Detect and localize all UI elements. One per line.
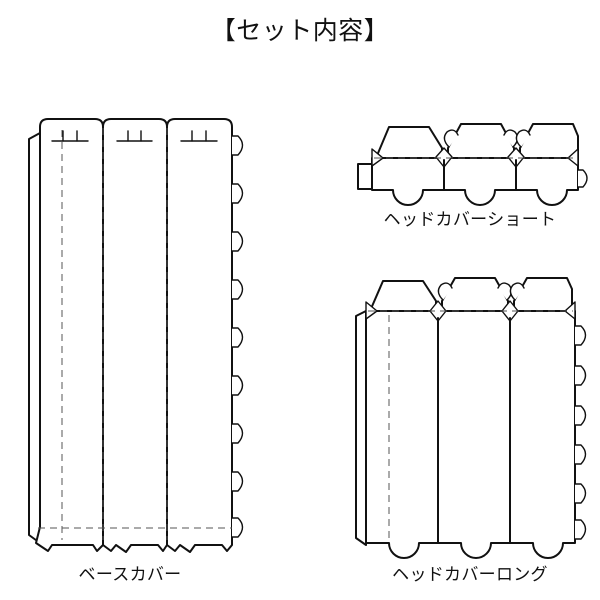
head-cover-short-diamond-tab: [507, 147, 525, 168]
base-cover-panel-2: [102, 118, 168, 553]
head-cover-long-loop: [574, 483, 587, 504]
base-cover-loop: [231, 375, 244, 396]
base-cover-loop: [231, 231, 244, 252]
base-cover-loop: [231, 135, 244, 156]
head-cover-long-head-2: [441, 277, 509, 312]
head-cover-short-body: [371, 157, 579, 206]
base-cover-panel-1: [35, 118, 104, 552]
head-cover-short-round-tab: [443, 129, 459, 148]
head-cover-long-loop: [574, 519, 587, 540]
head-cover-long-round-tab: [509, 282, 525, 301]
head-cover-long-loop: [574, 325, 587, 346]
head-cover-long-head-3: [513, 277, 573, 312]
head-cover-short-diamond-tab: [435, 147, 453, 168]
head-cover-short-triangle-tab: [371, 148, 384, 167]
base-cover-tick-group-1: [51, 130, 89, 142]
head-cover-long-diamond-tab: [501, 300, 519, 322]
head-cover-long-round-tab: [437, 282, 453, 301]
caption-head-cover-short: ヘッドカバーショート: [383, 210, 557, 230]
base-cover-tick-group-2: [116, 130, 153, 142]
head-cover-long-loop: [574, 444, 587, 465]
head-cover-long-head-1: [369, 280, 437, 312]
head-cover-long-body: [365, 310, 576, 559]
base-cover-loop: [231, 517, 244, 538]
head-cover-short-head-3: [519, 123, 579, 159]
base-cover-panel-3: [166, 118, 233, 553]
base-cover-loop: [231, 471, 244, 492]
head-cover-short-round-tab: [503, 129, 519, 148]
head-cover-short-triangle-tab: [567, 148, 579, 167]
head-cover-short-left-tab: [357, 163, 373, 190]
page-title: 【セット内容】: [210, 16, 390, 45]
base-cover-loop: [231, 327, 244, 348]
base-cover-loop: [231, 183, 244, 204]
caption-head-cover-long: ヘッドカバーロング: [392, 565, 548, 585]
head-cover-long-round-tab: [497, 282, 513, 301]
head-cover-short-diagram: [357, 123, 588, 206]
head-cover-long-triangle-tab: [564, 301, 576, 320]
head-cover-short-round-tab: [515, 129, 531, 148]
head-cover-short-loop: [577, 169, 588, 188]
base-cover-loop: [231, 423, 244, 444]
base-cover-tick-group-3: [180, 130, 218, 142]
base-cover-left-flap: [28, 132, 41, 544]
head-cover-long-triangle-tab: [365, 301, 378, 320]
head-cover-short-head-2: [447, 123, 515, 159]
head-cover-long-loop: [574, 405, 587, 426]
caption-base-cover: ベースカバー: [78, 565, 182, 585]
head-cover-long-diamond-tab: [429, 300, 447, 322]
head-cover-long-loop: [574, 365, 587, 386]
head-cover-long-left-flap: [355, 310, 367, 546]
head-cover-long-diagram: [355, 277, 587, 559]
head-cover-short-head-1: [375, 126, 443, 159]
base-cover-diagram: [28, 118, 244, 553]
base-cover-loop: [231, 279, 244, 300]
